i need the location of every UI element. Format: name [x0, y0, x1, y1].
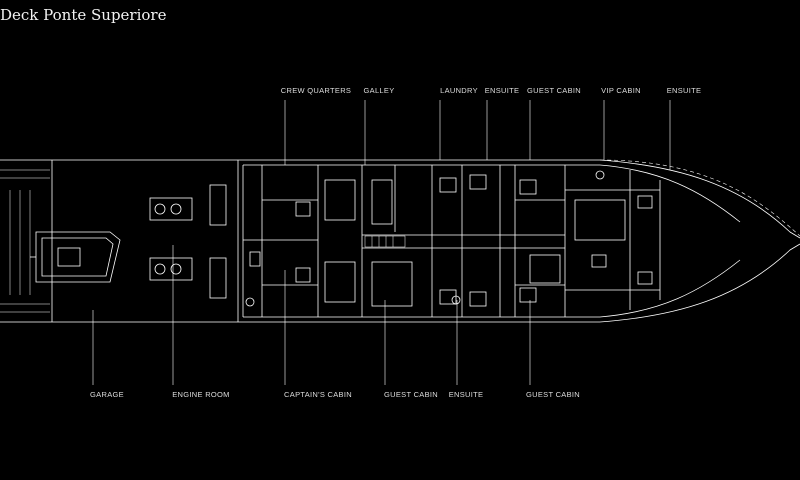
label-ensuite-1: ENSUITE [484, 86, 520, 95]
label-laundry: LAUNDRY [440, 86, 478, 95]
tender-boat [30, 231, 121, 283]
label-ensuite-3: ENSUITE [448, 390, 484, 399]
leader-lines [92, 100, 671, 385]
deck-title: Deck Ponte Superiore [0, 6, 167, 24]
label-galley: GALLEY [363, 86, 395, 95]
corridor-stairs [364, 235, 406, 248]
hull-outline [0, 159, 800, 323]
label-guest-cabin-2: GUEST CABIN [383, 390, 439, 399]
label-ensuite-2: ENSUITE [666, 86, 702, 95]
interior-walls [243, 165, 661, 317]
label-guest-cabin-3: GUEST CABIN [525, 390, 581, 399]
label-engine-room: ENGINE ROOM [172, 390, 230, 399]
engine-room-machinery [149, 184, 227, 299]
stern-platform [0, 169, 50, 313]
label-vip-cabin: VIP CABIN [601, 86, 641, 95]
label-guest-cabin-1: GUEST CABIN [526, 86, 582, 95]
label-crew-quarters: CREW QUARTERS [280, 86, 352, 95]
bathroom-fixtures [245, 170, 653, 307]
label-captains-cabin: CAPTAIN'S CABIN [284, 390, 352, 399]
beds [324, 179, 626, 307]
label-garage: GARAGE [90, 390, 124, 399]
